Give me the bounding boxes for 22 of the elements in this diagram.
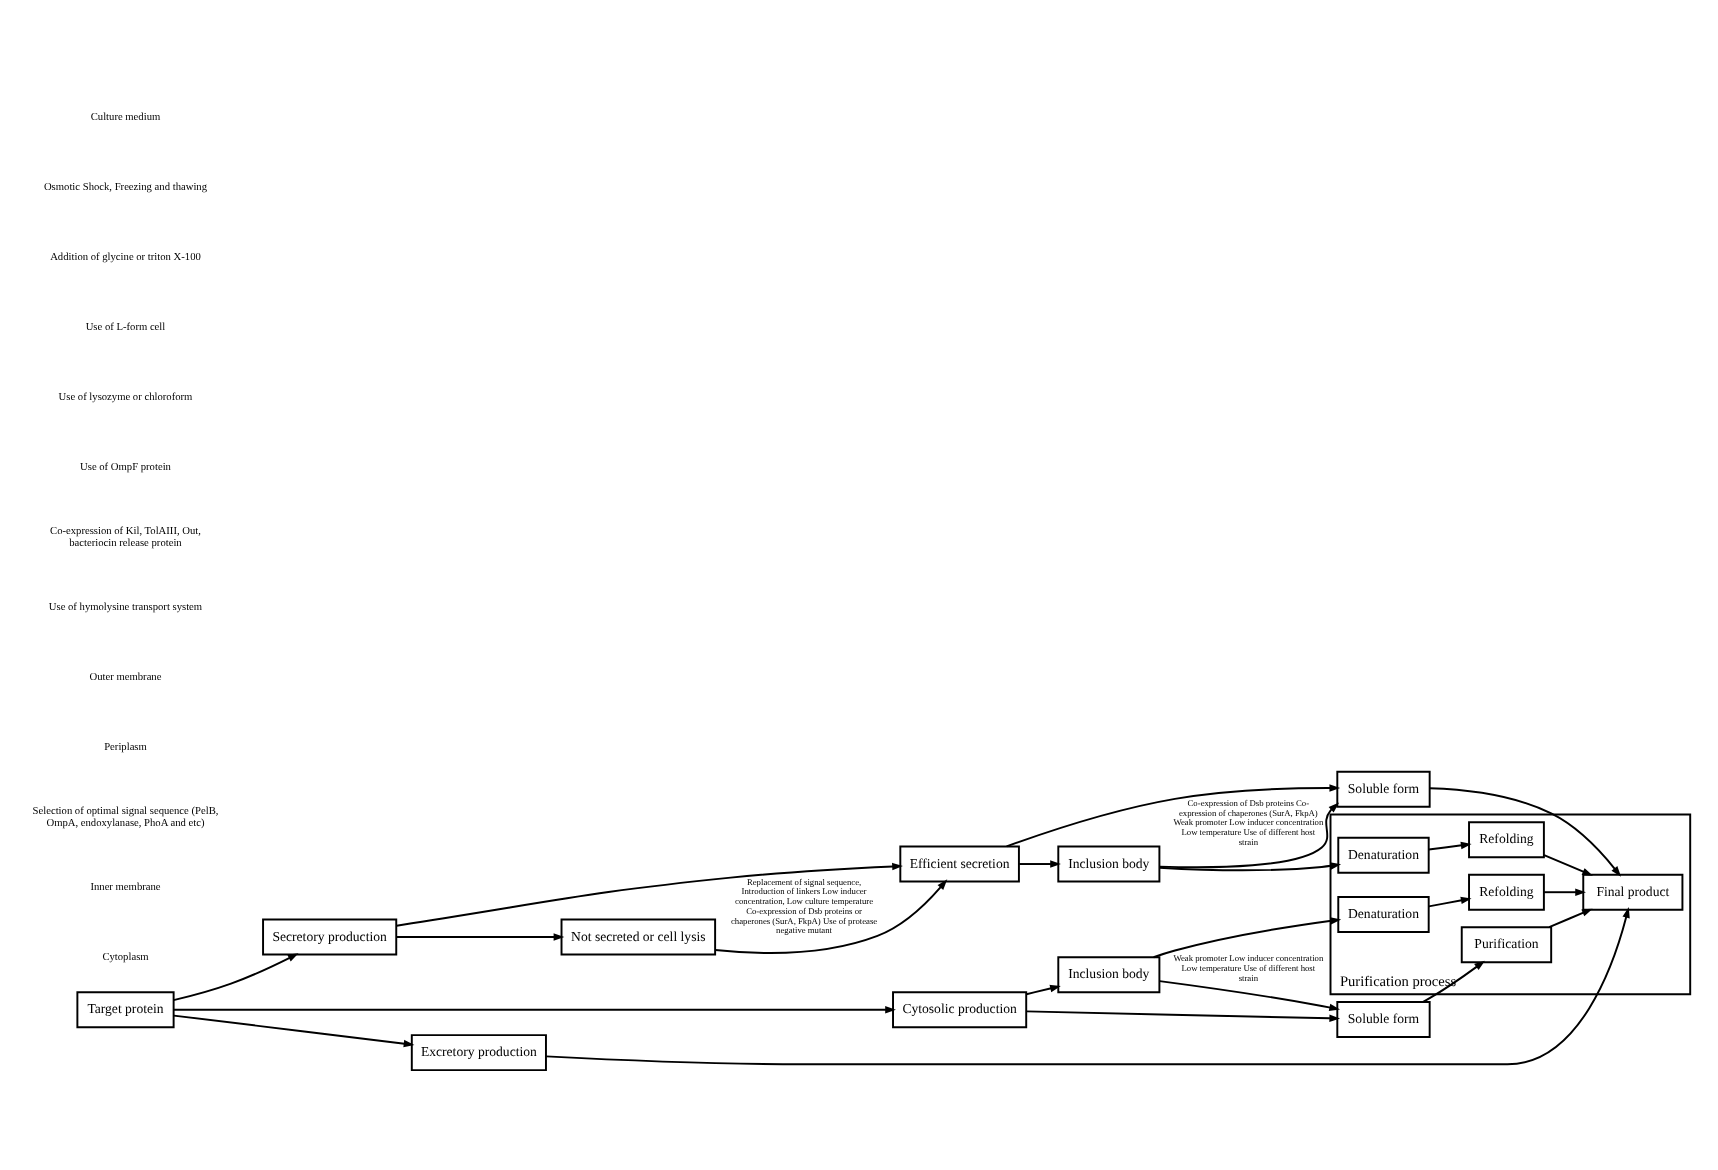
arrow bbox=[1158, 980, 1340, 1012]
arrow bbox=[714, 879, 948, 954]
arrow bbox=[1428, 787, 1622, 877]
arrow bbox=[172, 953, 299, 1002]
arrow bbox=[172, 1006, 896, 1014]
arrow bbox=[1005, 784, 1341, 848]
arrow bbox=[172, 1014, 415, 1048]
arrow bbox=[1421, 960, 1485, 1003]
arrow bbox=[1018, 860, 1061, 868]
arrow bbox=[545, 907, 1630, 1066]
arrow bbox=[1543, 888, 1586, 896]
arrow bbox=[1158, 802, 1340, 869]
arrow bbox=[1025, 984, 1061, 996]
arrow bbox=[1543, 854, 1593, 876]
arrow bbox=[1158, 862, 1342, 872]
arrow bbox=[395, 933, 565, 941]
arrow bbox=[1427, 896, 1472, 908]
arrow bbox=[1548, 908, 1593, 929]
arrow bbox=[1152, 917, 1342, 959]
arrow bbox=[1025, 1010, 1341, 1023]
arrow bbox=[1427, 841, 1472, 851]
arrow bbox=[395, 862, 903, 927]
